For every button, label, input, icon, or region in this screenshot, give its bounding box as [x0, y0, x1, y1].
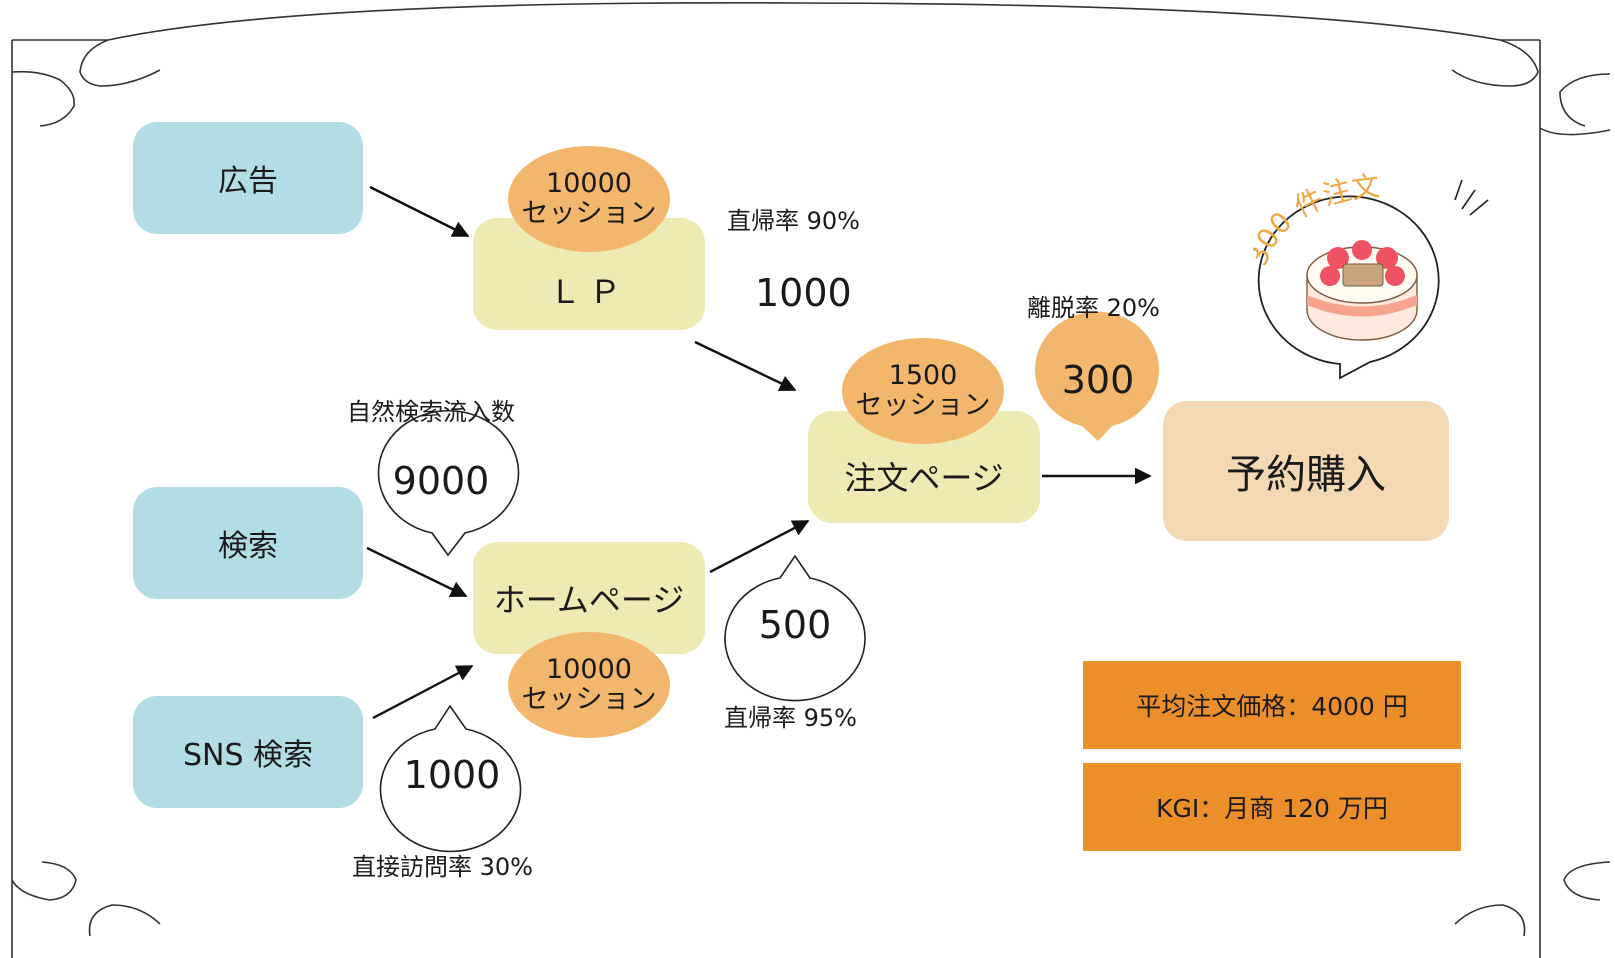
lp-to-order-count: 1000 [755, 271, 852, 315]
lp-label: ＬＰ [548, 273, 629, 311]
order-page-label: 注文ページ [844, 459, 1004, 497]
order-session-pill: 1500 セッション [842, 338, 1004, 444]
direct-rate-label: 直接訪問率 30% [352, 853, 533, 881]
order-page-box: 注文ページ [808, 411, 1040, 523]
cake-caption: 300 件注文 [1253, 169, 1381, 270]
cake-illustration [1257, 195, 1440, 380]
order-session-unit: セッション [855, 390, 991, 421]
organic-count: 9000 [392, 459, 490, 503]
kgi-box: KGI：月商 120 万円 [1083, 763, 1461, 851]
lp-bounce-rate: 直帰率 90% [727, 207, 860, 235]
avg-order-price-box: 平均注文価格：4000 円 [1083, 661, 1461, 749]
arrow-lp-to-order [694, 340, 797, 392]
purchase-box: 予約購入 [1163, 401, 1449, 541]
kgi-label: KGI：月商 120 万円 [1156, 794, 1388, 823]
lp-session-pill: 10000 セッション [508, 146, 670, 252]
order-exit-rate: 離脱率 20% [1027, 294, 1160, 322]
home-session-unit: セッション [521, 684, 657, 715]
source-ad-label: 広告 [218, 164, 278, 199]
home-bounce-rate: 直帰率 95% [724, 704, 857, 732]
purchase-bubble-shape [1035, 311, 1159, 441]
home-bubble-shape [724, 554, 866, 702]
order-session-count: 1500 [888, 360, 958, 391]
purchase-count: 300 [1061, 358, 1135, 402]
source-sns-label: SNS 検索 [182, 738, 314, 773]
arrow-sns-to-home [372, 664, 474, 720]
organic-bubble-shape [377, 410, 520, 557]
source-ad-box: 広告 [133, 122, 363, 234]
arrow-search-to-home [366, 546, 468, 598]
lp-session-unit: セッション [521, 198, 657, 229]
home-page-label: ホームページ [493, 581, 685, 619]
home-to-order-count: 500 [758, 603, 832, 647]
source-sns-box: SNS 検索 [133, 696, 363, 808]
cake-caption-arc: 300 件注文 [1253, 169, 1381, 270]
home-session-pill: 10000 セッション [508, 632, 670, 738]
lp-session-count: 10000 [546, 168, 632, 199]
home-session-count: 10000 [546, 654, 632, 685]
sns-count: 1000 [403, 753, 501, 797]
organic-label: 自然検索流入数 [347, 398, 515, 426]
arrow-home-to-order [709, 519, 810, 574]
source-search-label: 検索 [218, 529, 278, 564]
avg-order-price-label: 平均注文価格：4000 円 [1136, 692, 1408, 721]
direct-bubble-shape [379, 704, 522, 853]
purchase-label: 予約購入 [1226, 452, 1386, 498]
source-search-box: 検索 [133, 487, 363, 599]
arrow-ad-to-lp [369, 185, 470, 238]
svg-text:300 件注文: 300 件注文 [1253, 169, 1381, 270]
